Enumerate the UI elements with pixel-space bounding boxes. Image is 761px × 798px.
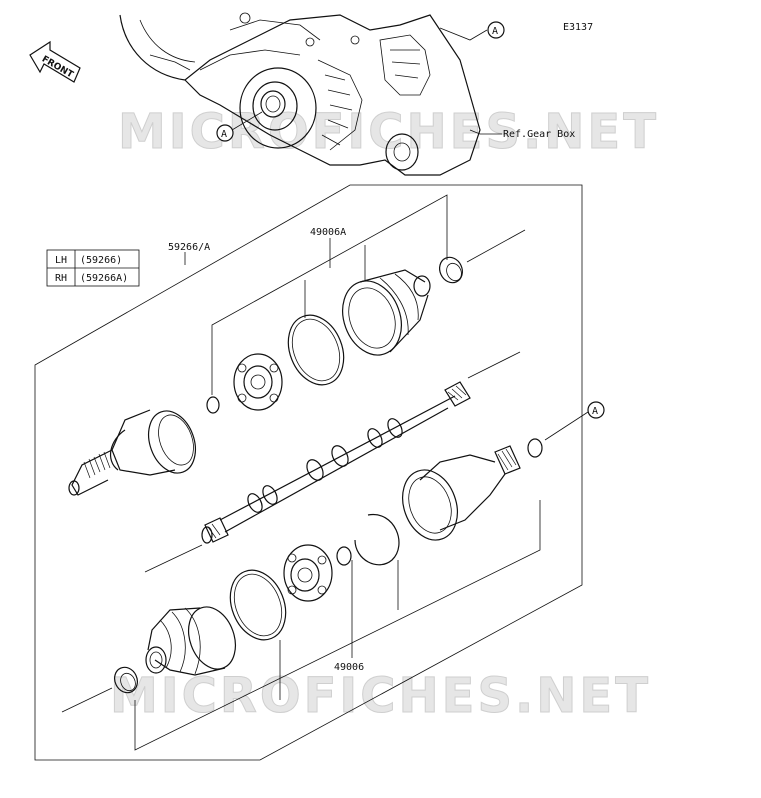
table-rh: RH xyxy=(55,273,67,284)
clamp-ring-bottom xyxy=(229,569,287,641)
bearing-cage-top xyxy=(233,353,283,411)
callout-a-top: A xyxy=(439,21,505,41)
clamp-ring-top xyxy=(287,314,345,386)
boot-bottom xyxy=(145,606,236,676)
callout-a-top-letter: A xyxy=(492,26,498,37)
small-ring-top xyxy=(439,229,526,284)
leader-49006a xyxy=(211,194,448,395)
part-number-59266: 59266/A xyxy=(168,242,210,253)
callout-a-right: A xyxy=(544,401,605,441)
watermark-top: MICROFICHES.NET xyxy=(118,104,659,160)
watermark-bottom: MICROFICHES.NET xyxy=(110,668,651,724)
drive-shaft xyxy=(144,351,521,573)
ref-gear-box-label: Ref.Gear Box xyxy=(503,129,575,140)
callout-a-gearbox-letter: A xyxy=(221,129,227,140)
clamp-ring-bottom-open xyxy=(354,514,400,566)
leader-49006 xyxy=(134,500,541,751)
small-ring-left-bottom xyxy=(61,666,138,713)
snap-ring-top xyxy=(206,396,220,414)
table-rh-part: (59266A) xyxy=(80,273,128,284)
part-number-49006a: 49006A xyxy=(310,227,346,238)
callout-a-right-letter: A xyxy=(592,406,598,417)
table-lh: LH xyxy=(55,255,67,266)
front-arrow-icon: FRONT xyxy=(29,40,81,83)
callout-a-gearbox: A xyxy=(216,111,263,142)
lh-rh-table: LH (59266) RH (59266A) xyxy=(46,249,140,287)
outer-cv-joint-left xyxy=(68,409,196,496)
diagram-code: E3137 xyxy=(563,22,593,33)
part-number-49006: 49006 xyxy=(334,662,364,673)
bearing-cage-bottom xyxy=(283,544,333,602)
small-ring-bottom xyxy=(336,546,352,566)
gear-box-drawing xyxy=(119,12,481,176)
snap-ring-right xyxy=(527,438,543,458)
assembly-frame xyxy=(34,184,583,761)
boot-top xyxy=(342,269,431,356)
table-lh-part: (59266) xyxy=(80,255,122,266)
outer-cv-joint-right xyxy=(402,445,521,541)
